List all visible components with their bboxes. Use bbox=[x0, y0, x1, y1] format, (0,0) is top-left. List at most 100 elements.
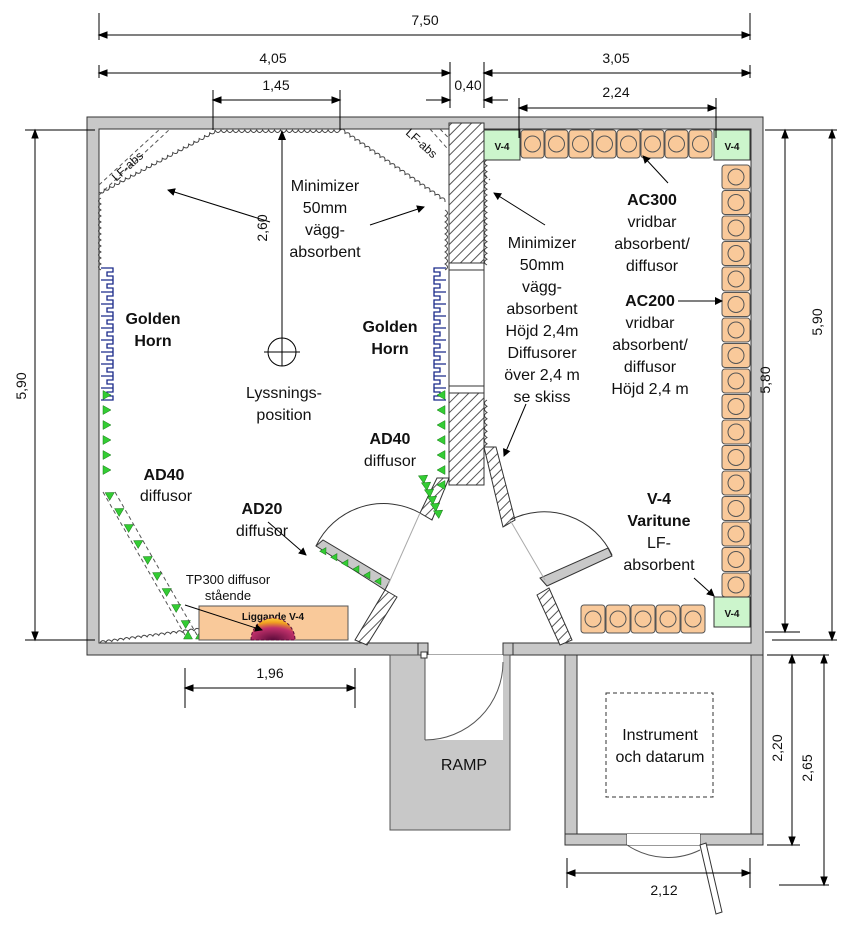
dim-arrow bbox=[482, 69, 493, 77]
minimizer-left-3: vägg- bbox=[305, 222, 345, 239]
tp300-2: stående bbox=[205, 588, 251, 603]
panel bbox=[721, 215, 751, 241]
ac200-panels bbox=[721, 164, 751, 598]
dim-arrow bbox=[97, 31, 108, 39]
green-triangle bbox=[427, 495, 438, 505]
minimizer-left-2: 50mm bbox=[303, 200, 347, 217]
ramp-label: RAMP bbox=[441, 757, 487, 774]
dim-listen-depth: 2,60 bbox=[254, 214, 270, 241]
minimizer-left-1: Minimizer bbox=[291, 178, 360, 195]
dim-arrow bbox=[820, 653, 828, 664]
dim-left-width: 4,05 bbox=[259, 50, 286, 66]
v4-varitune-2: Varitune bbox=[627, 513, 690, 530]
green-triangle bbox=[374, 577, 382, 586]
ac300-panels bbox=[520, 129, 713, 159]
panel bbox=[721, 368, 751, 394]
panel bbox=[721, 190, 751, 215]
left-bottom-diagonal bbox=[102, 491, 198, 636]
panel bbox=[721, 521, 751, 547]
listening-position bbox=[264, 130, 300, 367]
instrument-2: och datarum bbox=[616, 749, 705, 766]
liggande-v4: Liggande V-4 bbox=[198, 605, 349, 641]
green-triangle bbox=[436, 390, 446, 400]
panel bbox=[640, 129, 665, 159]
green-triangle bbox=[180, 620, 191, 629]
golden-horn-right-1: Golden bbox=[362, 319, 417, 336]
ac300-1: AC300 bbox=[627, 192, 677, 209]
v4-varitune-4: absorbent bbox=[623, 557, 695, 574]
ac300-4: diffusor bbox=[626, 258, 679, 275]
green-triangle bbox=[183, 630, 193, 640]
dim-arrow bbox=[781, 128, 789, 139]
ac200-4: diffusor bbox=[624, 359, 677, 376]
minimizer-right-3: vägg- bbox=[522, 279, 562, 296]
panel bbox=[520, 129, 545, 159]
bottom-panels bbox=[580, 604, 706, 634]
dim-golden-span: 1,45 bbox=[262, 77, 289, 93]
ad20-1: AD20 bbox=[242, 501, 283, 518]
panel bbox=[605, 604, 631, 634]
dim-arrow bbox=[741, 869, 752, 877]
panel bbox=[721, 547, 751, 572]
dim-arrow bbox=[331, 96, 342, 104]
green-triangle bbox=[421, 481, 432, 491]
panel bbox=[544, 129, 569, 159]
panel bbox=[664, 129, 689, 159]
lf-abs-right-label: LF-abs bbox=[403, 126, 440, 161]
v4-boxes: V-4 V-4 V-4 bbox=[483, 129, 751, 628]
ad40-right-2: diffusor bbox=[364, 453, 417, 470]
dim-bottom-width: 1,96 bbox=[256, 665, 283, 681]
dim-arrow bbox=[828, 631, 836, 642]
dim-total-width: 7,50 bbox=[411, 12, 438, 28]
green-triangle bbox=[171, 604, 182, 613]
panel bbox=[721, 317, 751, 343]
dim-arrow bbox=[97, 69, 108, 77]
green-triangle bbox=[430, 502, 441, 512]
panel bbox=[580, 604, 606, 634]
dim-instrument-width: 2,12 bbox=[650, 882, 677, 898]
green-triangle bbox=[142, 556, 153, 565]
green-triangle bbox=[436, 465, 446, 475]
listening-label-1: Lyssnings- bbox=[246, 385, 322, 402]
panel bbox=[688, 129, 713, 159]
dim-arrow bbox=[482, 96, 493, 104]
dim-arrow bbox=[741, 31, 752, 39]
dim-instrument-h-b: 2,65 bbox=[799, 754, 815, 781]
green-triangle bbox=[133, 540, 144, 549]
panel bbox=[721, 241, 751, 266]
golden-horn-left-2: Horn bbox=[134, 333, 171, 350]
dim-right-inner: 2,24 bbox=[602, 84, 629, 100]
green-triangle bbox=[114, 508, 125, 517]
green-triangle bbox=[330, 553, 338, 562]
green-triangle bbox=[161, 588, 172, 597]
dim-gap-width: 0,40 bbox=[454, 77, 481, 93]
panel bbox=[592, 129, 617, 159]
minimizer-wavy-absorbers bbox=[98, 128, 488, 644]
green-triangle bbox=[424, 488, 435, 498]
instrument-1: Instrument bbox=[622, 727, 698, 744]
dim-arrow bbox=[820, 876, 828, 887]
panel bbox=[721, 445, 751, 470]
front-door-swings bbox=[315, 503, 613, 591]
green-triangle bbox=[123, 524, 134, 533]
dim-arrow bbox=[788, 836, 796, 847]
ac200-5: Höjd 2,4 m bbox=[611, 381, 688, 398]
dim-arrow bbox=[828, 128, 836, 139]
panel bbox=[568, 129, 593, 159]
green-triangle bbox=[436, 450, 446, 460]
listening-label-2: position bbox=[256, 407, 311, 424]
dim-right-width: 3,05 bbox=[602, 50, 629, 66]
panel bbox=[721, 343, 751, 368]
ac200-2: vridbar bbox=[626, 315, 676, 332]
minimizer-right-8: se skiss bbox=[514, 389, 571, 406]
ac300-2: vridbar bbox=[628, 214, 678, 231]
panel bbox=[630, 604, 656, 634]
green-triangle bbox=[102, 435, 112, 445]
panel bbox=[721, 394, 751, 419]
panel bbox=[721, 266, 751, 292]
dim-arrow bbox=[346, 684, 357, 692]
center-column bbox=[448, 122, 485, 486]
green-triangle bbox=[102, 420, 112, 430]
dim-arrow bbox=[707, 104, 718, 112]
